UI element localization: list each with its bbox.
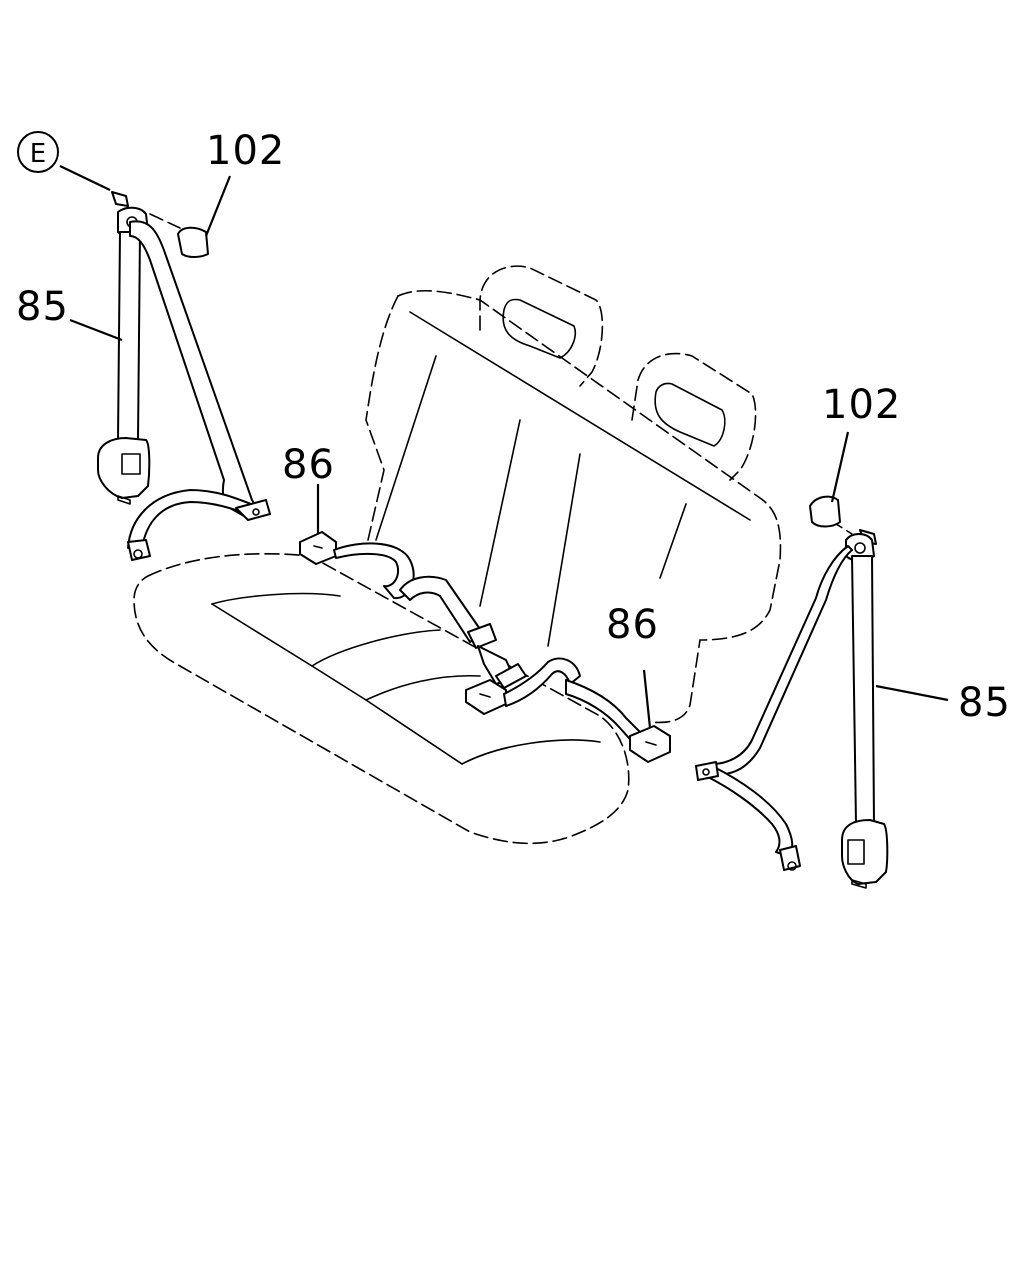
headrest-left — [479, 265, 604, 387]
retractor-left — [97, 437, 151, 499]
webbing-lap-left — [127, 489, 257, 549]
center-buckle-assembly — [299, 484, 671, 763]
callout-e-reference: E — [17, 131, 59, 173]
label-85-left: 85 — [16, 284, 69, 330]
label-85-right: 85 — [958, 680, 1011, 726]
right-retractor-belt-assembly — [695, 519, 889, 889]
label-86-right: 86 — [606, 602, 659, 648]
label-102-right: 102 — [822, 382, 901, 428]
buckle-center-lower — [465, 679, 507, 715]
webbing-shoulder-right — [711, 545, 853, 776]
headrest-right — [631, 352, 757, 481]
ref-e-label: E — [30, 139, 46, 169]
anchor-bolt-left — [111, 191, 129, 207]
webbing-vertical-left — [117, 231, 141, 441]
d-ring-right — [845, 533, 875, 562]
lower-anchor-plate-right — [695, 761, 719, 781]
label-102-left: 102 — [206, 128, 285, 174]
rear-seat-outline — [133, 265, 782, 845]
seat-back-outline — [397, 289, 782, 724]
buckle-86-left — [299, 531, 337, 565]
webbing-vertical-right — [851, 555, 875, 825]
left-retractor-belt-assembly — [59, 165, 271, 561]
label-86-left: 86 — [282, 442, 335, 488]
anchor-cover-left — [177, 226, 209, 258]
seat-cushion-outline — [133, 552, 630, 845]
webbing-lap-right — [705, 765, 794, 857]
ref-e-circle — [17, 131, 59, 173]
webbing-center-left — [333, 542, 415, 600]
anchor-cover-right — [809, 495, 841, 528]
